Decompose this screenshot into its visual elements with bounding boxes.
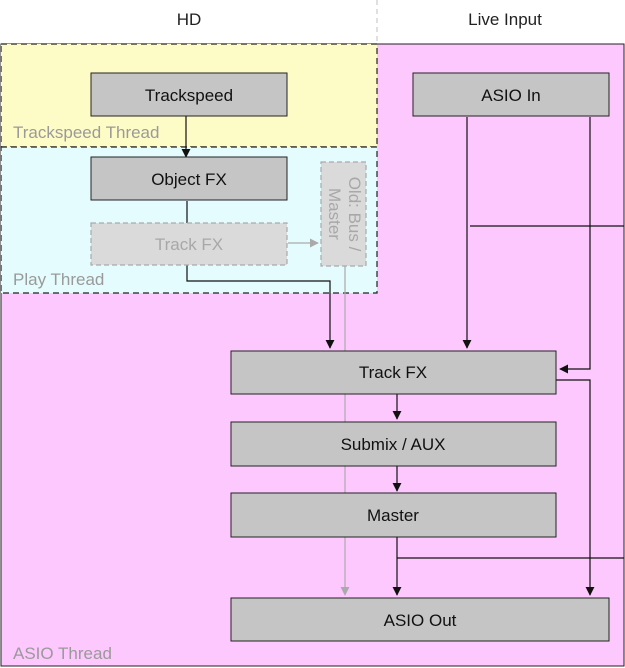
trackspeed-label: Trackspeed xyxy=(145,86,233,105)
asio-out-label: ASIO Out xyxy=(384,611,457,630)
dim-track-fx-label: Track FX xyxy=(155,235,223,254)
submix-aux-box: Submix / AUX xyxy=(230,421,557,467)
old-bus-master-label-line1: Old: Bus / xyxy=(345,177,364,252)
old-bus-master-label-line2: Master xyxy=(325,188,344,240)
track-fx-box: Track FX xyxy=(230,350,557,395)
column-header-hd: HD xyxy=(177,10,202,29)
connector-asio-in-to-track-fx-side xyxy=(559,117,591,374)
connector-track-fx-to-asio-out xyxy=(556,379,595,596)
dim-track-fx-box: Track FX xyxy=(90,222,288,266)
trackspeed-box: Trackspeed xyxy=(90,72,288,117)
track-fx-label: Track FX xyxy=(359,363,427,382)
asio-in-box: ASIO In xyxy=(412,72,610,117)
column-header-live-input: Live Input xyxy=(468,10,542,29)
object-fx-box: Object FX xyxy=(90,156,288,201)
submix-aux-label: Submix / AUX xyxy=(341,435,446,454)
asio-thread-label: ASIO Thread xyxy=(13,644,112,663)
trackspeed-thread-label: Trackspeed Thread xyxy=(13,123,159,142)
old-bus-master-box: Old: Bus / Master xyxy=(320,161,367,267)
object-fx-label: Object FX xyxy=(151,170,227,189)
master-box: Master xyxy=(230,492,557,538)
asio-out-box: ASIO Out xyxy=(230,597,610,642)
master-label: Master xyxy=(367,506,419,525)
asio-in-label: ASIO In xyxy=(481,86,541,105)
play-thread-label: Play Thread xyxy=(13,270,104,289)
